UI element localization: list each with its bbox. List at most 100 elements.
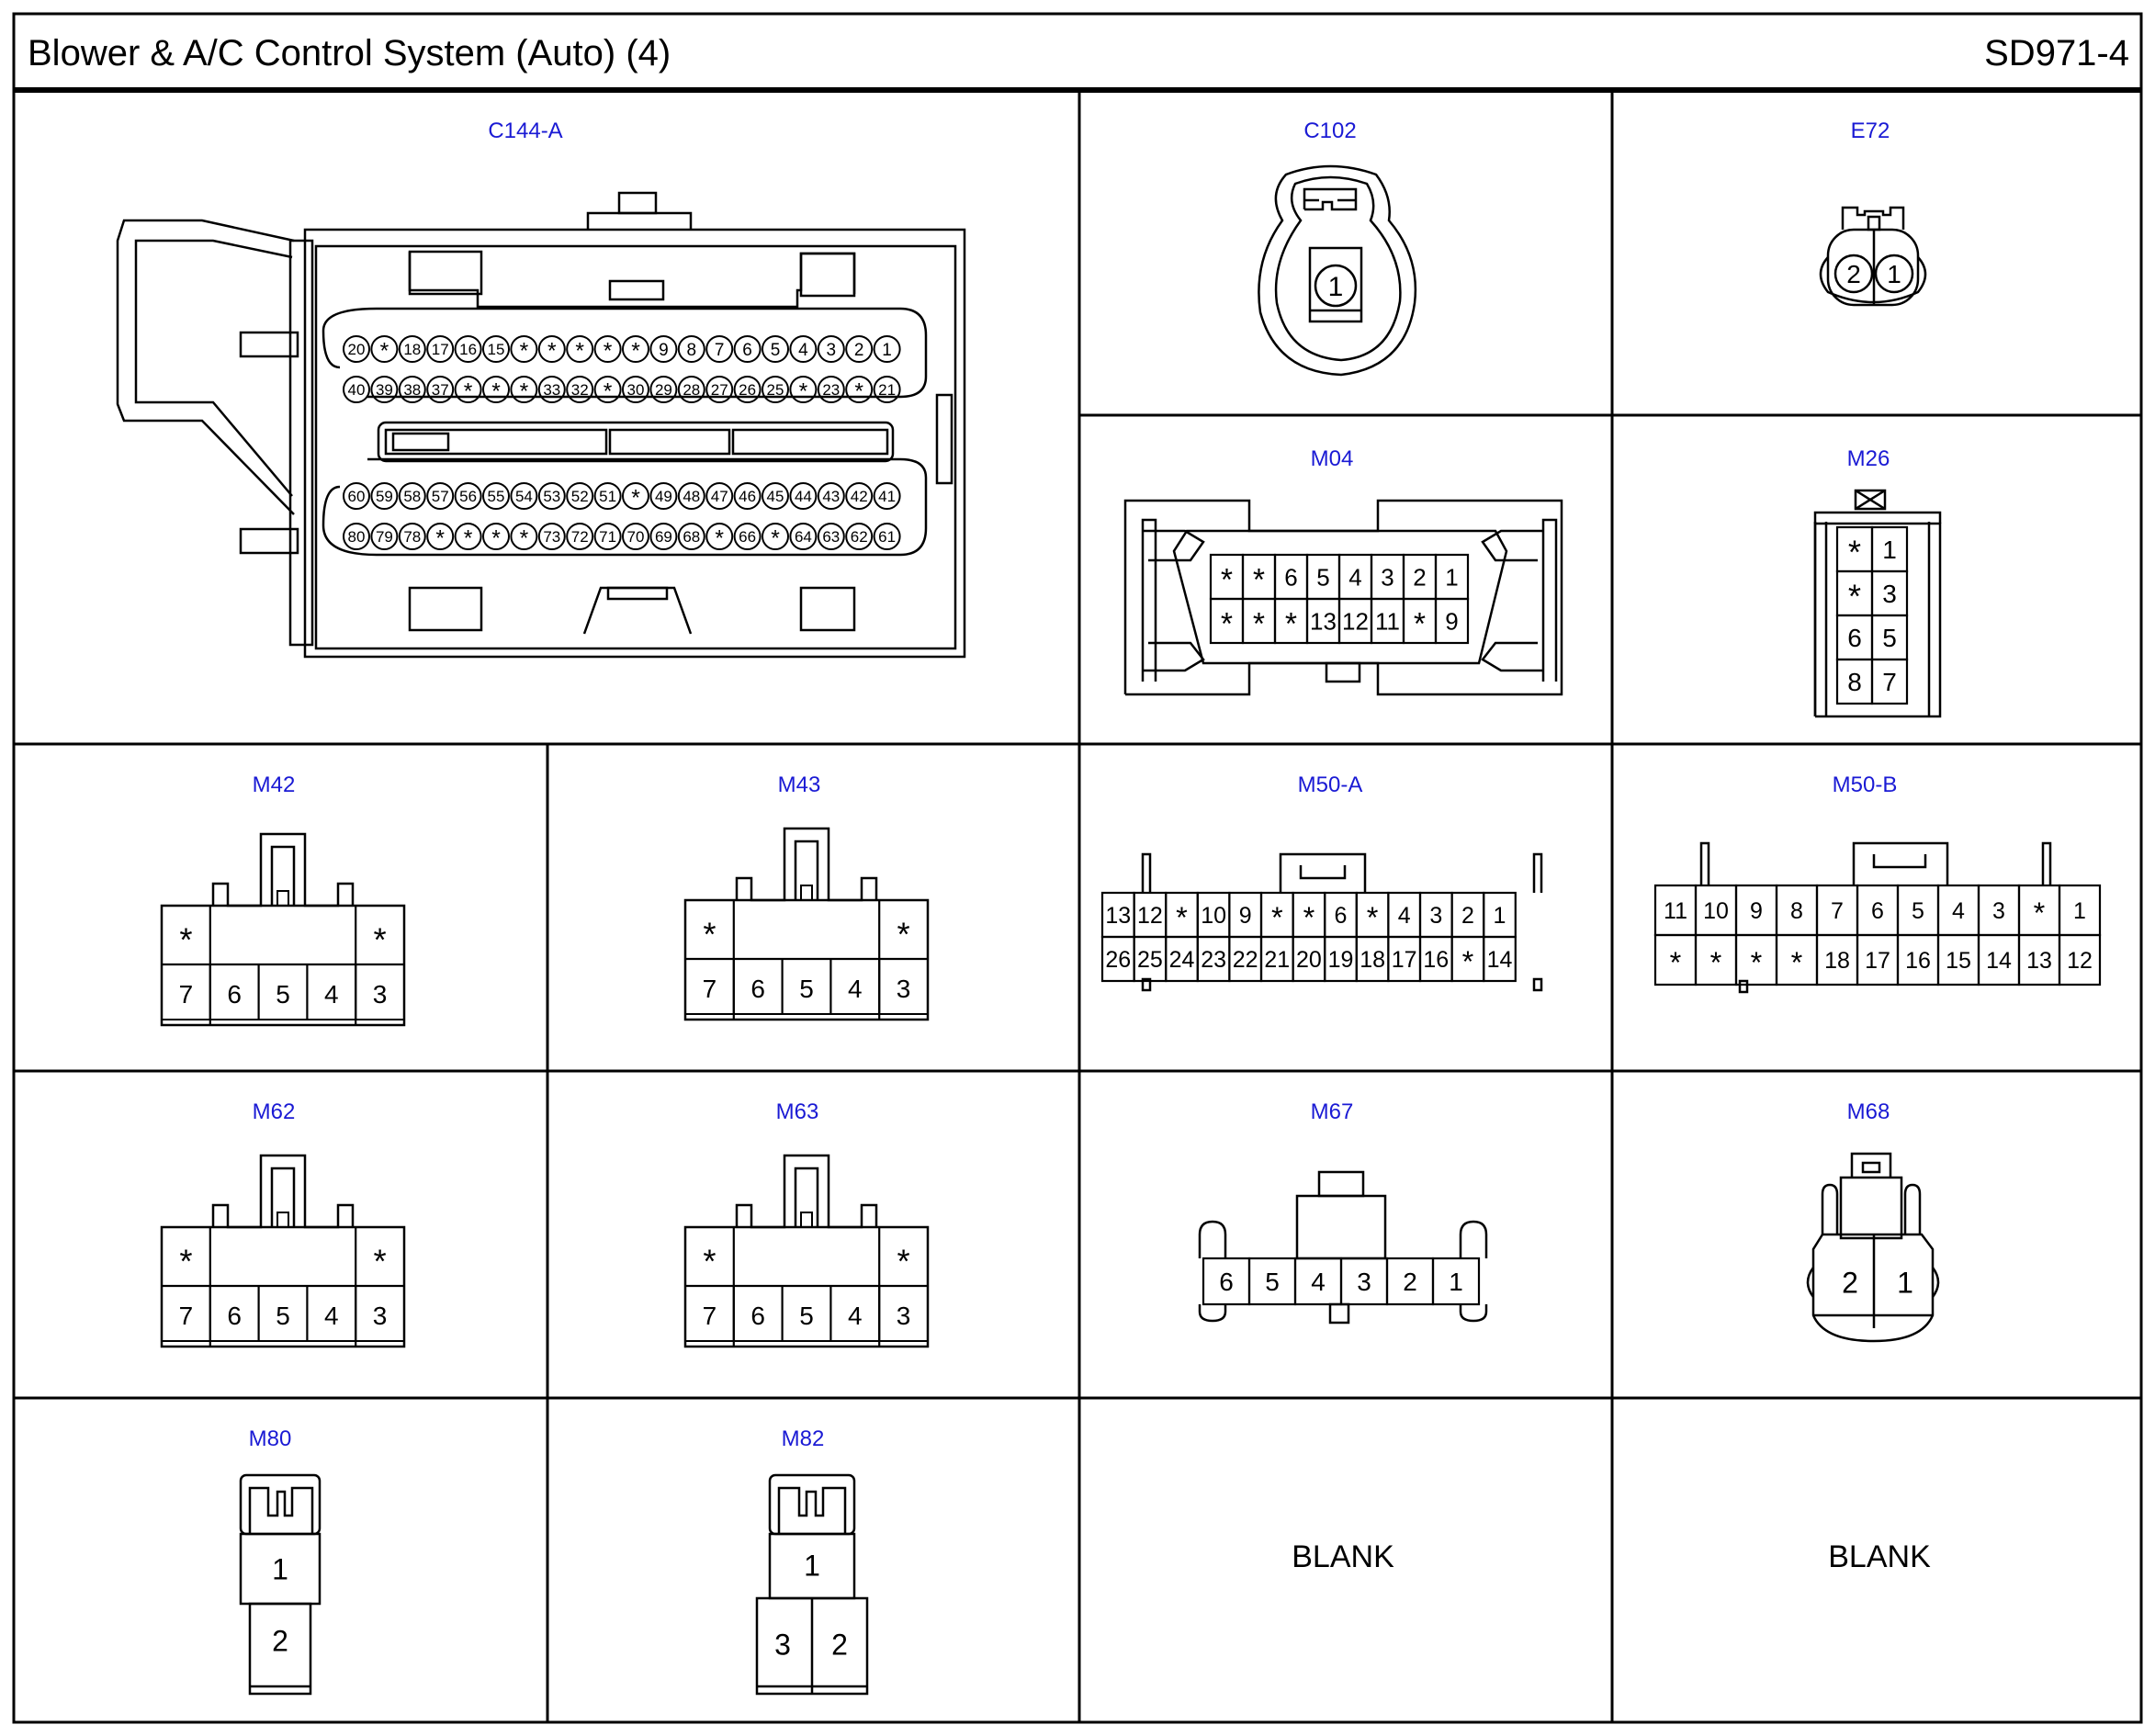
pin-number: 2 — [1842, 1267, 1858, 1300]
pin-circle — [370, 482, 399, 510]
pin-circle — [789, 482, 818, 510]
pin-number: 2 — [831, 1629, 848, 1662]
pin-number: 17 — [1392, 947, 1417, 973]
pin-number: 9 — [1445, 607, 1458, 635]
connector-label-m04: M04 — [1311, 446, 1354, 471]
unused-pin-mark: * — [771, 526, 780, 551]
pin-circle — [398, 482, 426, 510]
unused-pin-mark: * — [1848, 577, 1861, 614]
connector-label-m63: M63 — [776, 1099, 819, 1124]
unused-pin-mark: * — [1791, 946, 1803, 979]
pin-number: 3 — [897, 1302, 911, 1330]
pin-circle — [733, 482, 762, 510]
pin-number: 25 — [1137, 947, 1163, 973]
pin-circle — [454, 482, 482, 510]
pin-circle — [482, 335, 510, 363]
pin-number: 7 — [179, 980, 194, 1009]
pin-number: 8 — [1790, 898, 1803, 924]
unused-pin-mark: * — [604, 379, 613, 404]
pin-circle — [677, 335, 705, 363]
pin-circle — [817, 335, 845, 363]
pin-number: 72 — [571, 528, 589, 546]
unused-pin-mark: * — [1253, 606, 1265, 641]
unused-pin-mark: * — [435, 526, 445, 551]
unused-pin-mark: * — [1710, 946, 1722, 979]
pin-number: 18 — [403, 341, 421, 358]
pin-number: 3 — [1882, 580, 1897, 608]
unused-pin-mark: * — [1670, 946, 1682, 979]
pin-number: 52 — [571, 488, 589, 505]
unused-pin-mark: * — [799, 379, 808, 404]
connector-label-m67: M67 — [1311, 1099, 1354, 1124]
unused-pin-mark: * — [897, 915, 910, 953]
connector-label-m50a: M50-A — [1298, 772, 1363, 797]
pin-circle — [789, 376, 818, 403]
pin-circle — [398, 335, 426, 363]
pin-circle — [566, 523, 594, 550]
pin-circle — [343, 482, 370, 510]
pin-number: 1 — [882, 341, 892, 360]
pin-circle — [1314, 264, 1358, 308]
pin-number: 19 — [1328, 947, 1354, 973]
pin-number: 1 — [1445, 563, 1458, 591]
blank-cell-label: BLANK — [1292, 1539, 1394, 1574]
pin-number: 56 — [459, 488, 477, 505]
pin-circle — [426, 523, 455, 550]
pin-circle — [873, 335, 901, 363]
unused-pin-mark: * — [2034, 896, 2046, 930]
connector-label-m50b: M50-B — [1833, 772, 1898, 797]
pin-circle — [398, 523, 426, 550]
pin-number: 40 — [348, 381, 366, 399]
pin-number: 9 — [1750, 898, 1763, 924]
pin-number: 3 — [897, 975, 911, 1003]
pin-circle — [705, 482, 734, 510]
unused-pin-mark: * — [547, 339, 557, 364]
pin-number: 2 — [854, 341, 864, 360]
pin-circle — [762, 376, 789, 403]
pin-number: 12 — [2067, 948, 2093, 974]
pin-number: 6 — [1219, 1268, 1234, 1296]
pin-number: 10 — [1703, 898, 1729, 924]
pin-number: 5 — [799, 975, 814, 1003]
blank-cell-label: BLANK — [1828, 1539, 1931, 1574]
pin-number: 3 — [373, 1302, 388, 1330]
unused-pin-mark: * — [491, 526, 501, 551]
pin-circle — [762, 482, 789, 510]
pin-number: 1 — [804, 1550, 820, 1583]
pin-number: 6 — [1871, 898, 1884, 924]
pin-number: 8 — [687, 341, 697, 360]
unused-pin-mark: * — [1221, 606, 1233, 641]
pin-circle — [649, 376, 678, 403]
pin-number: 55 — [488, 488, 505, 505]
pin-number: 3 — [1992, 898, 2005, 924]
unused-pin-mark: * — [1462, 945, 1474, 978]
pin-number: 7 — [1831, 898, 1844, 924]
pin-circle — [622, 335, 649, 363]
pin-number: 10 — [1201, 903, 1226, 929]
pin-number: 4 — [848, 975, 863, 1003]
pin-circle — [845, 376, 874, 403]
pin-number: 15 — [488, 341, 505, 358]
pin-circle — [510, 523, 538, 550]
pin-number: 1 — [1882, 535, 1897, 564]
page-title: Blower & A/C Control System (Auto) (4) — [28, 32, 671, 73]
pin-number: 6 — [1284, 563, 1297, 591]
pin-number: 1 — [1897, 1267, 1913, 1300]
pin-number: 18 — [1360, 947, 1385, 973]
connector-m80: M80 12 — [239, 1426, 322, 1696]
pin-circle — [622, 482, 649, 510]
unused-pin-mark: * — [520, 526, 529, 551]
pin-circle — [677, 523, 705, 550]
unused-pin-mark: * — [520, 339, 529, 364]
pin-circle — [537, 482, 566, 510]
pin-number: 4 — [1311, 1268, 1326, 1296]
pin-number: 44 — [795, 488, 812, 505]
pin-number: 78 — [403, 528, 421, 546]
pin-number: 3 — [827, 341, 837, 360]
connector-label-m80: M80 — [249, 1426, 292, 1451]
pin-number: 4 — [1348, 563, 1361, 591]
